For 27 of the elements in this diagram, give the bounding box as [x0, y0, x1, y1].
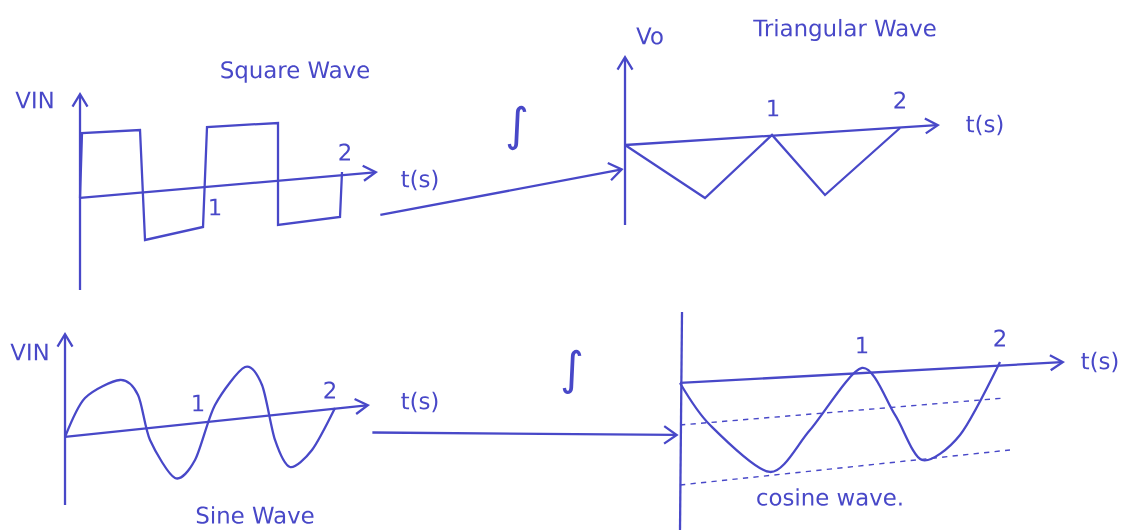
tick-label: 2 — [324, 381, 335, 399]
arrow — [372, 425, 679, 445]
axis-label: Vo — [636, 27, 663, 45]
tick-label: 1 — [768, 99, 779, 117]
arrow — [380, 162, 624, 217]
axis-label: t(s) — [401, 169, 438, 191]
tick-label: 1 — [193, 394, 204, 412]
graph-title: Triangular Wave — [753, 18, 936, 42]
tick-label: 2 — [994, 329, 1005, 347]
tick-label: 2 — [339, 143, 350, 161]
axis-label: VIN — [15, 91, 53, 109]
integral-sign: ∫ — [558, 348, 586, 396]
tick-label: 1 — [210, 198, 221, 216]
waveform-graph-drawing — [71, 92, 378, 290]
axis-label: t(s) — [966, 114, 1003, 136]
tick-label: 2 — [894, 91, 905, 109]
waveform-graph-drawing — [56, 332, 370, 505]
axis-label: t(s) — [401, 391, 438, 413]
graph-title: Sine Wave — [196, 506, 314, 524]
waveform-graph-drawing — [616, 55, 940, 225]
tick-label: 1 — [857, 336, 868, 354]
waveform-graph-drawing — [678, 311, 1065, 530]
graph-title: Square Wave — [221, 61, 369, 83]
axis-label: VIN — [10, 343, 48, 361]
axis-label: t(s) — [1081, 351, 1118, 373]
graph-title: cosine wave. — [757, 488, 902, 506]
integral-sign: ∫ — [503, 104, 531, 152]
